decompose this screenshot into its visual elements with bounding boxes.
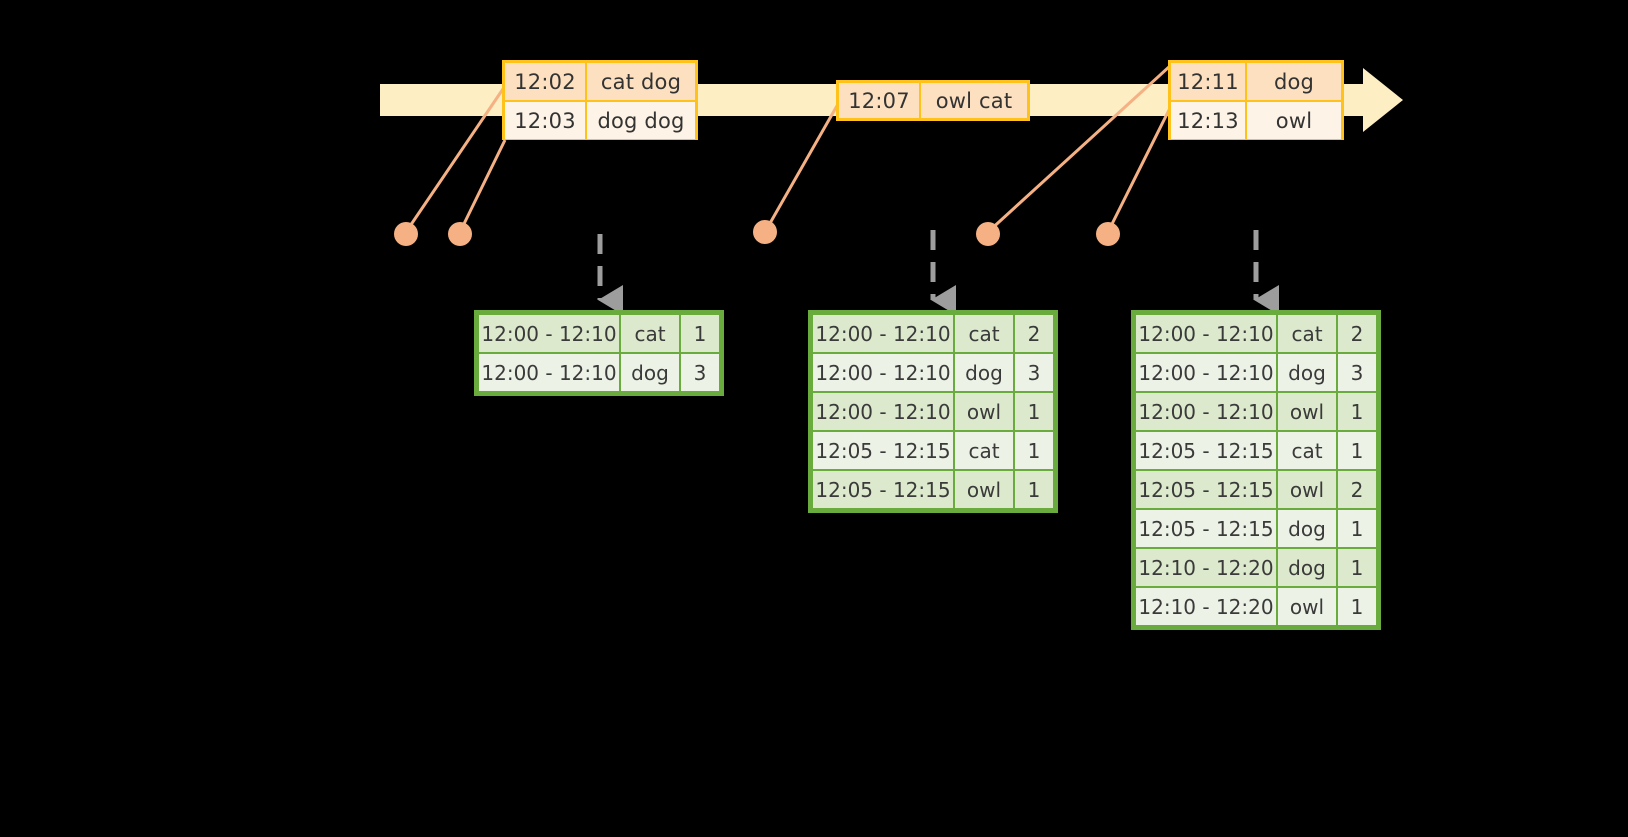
word-cell: owl	[955, 393, 1013, 430]
window-cell: 12:05 - 12:15	[1136, 471, 1276, 508]
count-cell: 3	[681, 354, 719, 391]
event-row: 12:11 dog	[1171, 63, 1341, 100]
event-words: dog	[1247, 63, 1341, 100]
result-table-3: 12:00 - 12:10 cat 2 12:00 - 12:10 dog 3 …	[1131, 310, 1381, 630]
timeline-arrowhead	[1363, 68, 1403, 132]
event-dot	[448, 222, 472, 246]
word-cell: dog	[1278, 549, 1336, 586]
word-cell: owl	[1278, 588, 1336, 625]
table-row: 12:00 - 12:10 dog 3	[1135, 353, 1377, 392]
event-row: 12:07 owl cat	[839, 83, 1027, 118]
count-cell: 2	[1015, 315, 1053, 352]
window-cell: 12:00 - 12:10	[1136, 354, 1276, 391]
window-cell: 12:05 - 12:15	[813, 432, 953, 469]
word-cell: cat	[955, 432, 1013, 469]
count-cell: 1	[1338, 510, 1376, 547]
count-cell: 1	[1015, 393, 1053, 430]
window-cell: 12:05 - 12:15	[1136, 432, 1276, 469]
window-cell: 12:00 - 12:10	[813, 393, 953, 430]
table-row: 12:05 - 12:15 owl 1	[812, 470, 1054, 509]
event-box-1: 12:02 cat dog 12:03 dog dog	[502, 60, 698, 140]
word-cell: cat	[621, 315, 679, 352]
word-cell: dog	[955, 354, 1013, 391]
count-cell: 1	[1338, 549, 1376, 586]
event-words: cat dog	[587, 63, 695, 100]
window-cell: 12:05 - 12:15	[813, 471, 953, 508]
table-row: 12:05 - 12:15 owl 2	[1135, 470, 1377, 509]
count-cell: 1	[1338, 432, 1376, 469]
table-row: 12:00 - 12:10 dog 3	[478, 353, 720, 392]
word-cell: cat	[1278, 315, 1336, 352]
event-row: 12:13 owl	[1171, 100, 1341, 139]
event-words: dog dog	[587, 102, 695, 139]
word-cell: dog	[1278, 510, 1336, 547]
table-row: 12:00 - 12:10 cat 2	[812, 314, 1054, 353]
window-cell: 12:00 - 12:10	[813, 315, 953, 352]
window-cell: 12:05 - 12:15	[1136, 510, 1276, 547]
table-row: 12:05 - 12:15 cat 1	[812, 431, 1054, 470]
window-cell: 12:10 - 12:20	[1136, 549, 1276, 586]
word-cell: owl	[1278, 393, 1336, 430]
event-box-2: 12:07 owl cat	[836, 80, 1030, 121]
event-time: 12:03	[505, 102, 587, 139]
count-cell: 3	[1338, 354, 1376, 391]
event-words: owl cat	[921, 83, 1027, 118]
event-time: 12:13	[1171, 102, 1247, 139]
window-cell: 12:00 - 12:10	[479, 315, 619, 352]
window-cell: 12:10 - 12:20	[1136, 588, 1276, 625]
count-cell: 1	[1338, 393, 1376, 430]
count-cell: 2	[1338, 315, 1376, 352]
event-dot	[753, 220, 777, 244]
result-table-2: 12:00 - 12:10 cat 2 12:00 - 12:10 dog 3 …	[808, 310, 1058, 513]
window-cell: 12:00 - 12:10	[479, 354, 619, 391]
event-row: 12:03 dog dog	[505, 100, 695, 139]
event-dot	[976, 222, 1000, 246]
table-row: 12:00 - 12:10 cat 2	[1135, 314, 1377, 353]
word-cell: cat	[1278, 432, 1336, 469]
count-cell: 1	[1338, 588, 1376, 625]
event-dot	[1096, 222, 1120, 246]
event-box-3: 12:11 dog 12:13 owl	[1168, 60, 1344, 140]
result-table-1: 12:00 - 12:10 cat 1 12:00 - 12:10 dog 3	[474, 310, 724, 396]
table-row: 12:10 - 12:20 dog 1	[1135, 548, 1377, 587]
word-cell: cat	[955, 315, 1013, 352]
count-cell: 1	[1015, 432, 1053, 469]
word-cell: owl	[1278, 471, 1336, 508]
window-cell: 12:00 - 12:10	[813, 354, 953, 391]
window-cell: 12:00 - 12:10	[1136, 315, 1276, 352]
count-cell: 1	[1015, 471, 1053, 508]
table-row: 12:00 - 12:10 owl 1	[1135, 392, 1377, 431]
count-cell: 3	[1015, 354, 1053, 391]
event-time: 12:11	[1171, 63, 1247, 100]
event-dot	[394, 222, 418, 246]
table-row: 12:05 - 12:15 cat 1	[1135, 431, 1377, 470]
event-words: owl	[1247, 102, 1341, 139]
word-cell: owl	[955, 471, 1013, 508]
event-row: 12:02 cat dog	[505, 63, 695, 100]
word-cell: dog	[1278, 354, 1336, 391]
table-row: 12:10 - 12:20 owl 1	[1135, 587, 1377, 626]
event-time: 12:07	[839, 83, 921, 118]
window-cell: 12:00 - 12:10	[1136, 393, 1276, 430]
count-cell: 2	[1338, 471, 1376, 508]
table-row: 12:05 - 12:15 dog 1	[1135, 509, 1377, 548]
event-time: 12:02	[505, 63, 587, 100]
table-row: 12:00 - 12:10 owl 1	[812, 392, 1054, 431]
word-cell: dog	[621, 354, 679, 391]
count-cell: 1	[681, 315, 719, 352]
table-row: 12:00 - 12:10 dog 3	[812, 353, 1054, 392]
table-row: 12:00 - 12:10 cat 1	[478, 314, 720, 353]
